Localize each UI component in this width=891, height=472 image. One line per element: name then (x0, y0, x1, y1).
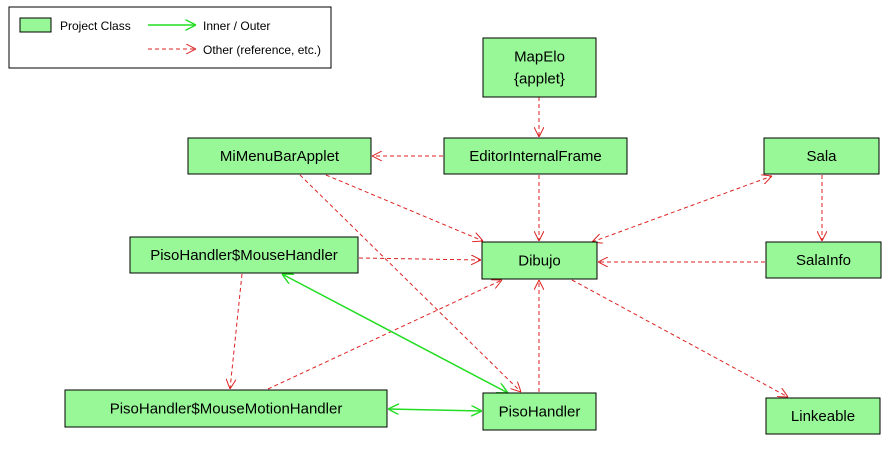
nodes: MapElo {applet} MiMenuBarApplet EditorInter… (64, 37, 882, 435)
legend-other-label: Other (reference, etc.) (203, 43, 321, 57)
class-node-dibujo: Dibujo (481, 241, 598, 280)
class-node-mapelo: MapElo {applet} (482, 37, 597, 98)
class-node-editor: EditorInternalFrame (443, 137, 628, 175)
class-box (765, 241, 882, 279)
class-node-mousehandler: PisoHandler$MouseHandler (129, 236, 359, 274)
legend-inner-outer-label: Inner / Outer (203, 19, 270, 33)
legend-class-swatch (19, 17, 52, 33)
edge-motionhandler-to-dibujo (267, 280, 502, 390)
class-box (129, 236, 359, 274)
edge-mousehandler-to-pisohandler (282, 274, 508, 393)
class-name: MapElo (514, 49, 565, 66)
class-name: PisoHandler$MouseMotionHandler (110, 401, 343, 418)
legend-project-class-label: Project Class (60, 19, 131, 33)
edges (230, 97, 822, 411)
class-node-mimenubar: MiMenuBarApplet (187, 137, 372, 175)
class-box (763, 137, 880, 175)
class-node-pisohandler: PisoHandler (482, 392, 597, 431)
edge-mousehandler-to-dibujo (358, 258, 481, 260)
edge-dibujo-to-sala (592, 176, 772, 242)
class-name: Sala (806, 148, 837, 165)
class-name: MiMenuBarApplet (220, 148, 340, 165)
edge-motionhandler-to-pisohandler (388, 409, 482, 411)
class-box (443, 137, 628, 175)
class-box (64, 389, 388, 428)
class-node-linkeable: Linkeable (765, 397, 881, 435)
class-name: Dibujo (518, 253, 561, 270)
legend-box (8, 6, 332, 69)
class-box (765, 397, 881, 435)
edge-mimenubar-to-pisohandler (299, 174, 521, 392)
class-box (482, 392, 597, 431)
class-name: SalaInfo (796, 252, 851, 269)
legend: Project Class Inner / Outer Other (refer… (8, 6, 332, 69)
class-name: PisoHandler (499, 404, 581, 421)
class-name: EditorInternalFrame (469, 148, 602, 165)
edge-mimenubar-to-dibujo (325, 174, 483, 241)
class-name: {applet} (514, 71, 565, 88)
edge-dibujo-to-linkeable (571, 279, 788, 397)
class-box (481, 241, 598, 280)
class-node-motionhandler: PisoHandler$MouseMotionHandler (64, 389, 388, 428)
class-node-sala: Sala (763, 137, 880, 175)
class-name: Linkeable (791, 408, 855, 425)
edge-mousehandler-to-motionhandler (230, 273, 243, 389)
class-box (187, 137, 372, 175)
class-node-salainfo: SalaInfo (765, 241, 882, 279)
class-box (482, 37, 597, 98)
class-name: PisoHandler$MouseHandler (150, 247, 338, 264)
